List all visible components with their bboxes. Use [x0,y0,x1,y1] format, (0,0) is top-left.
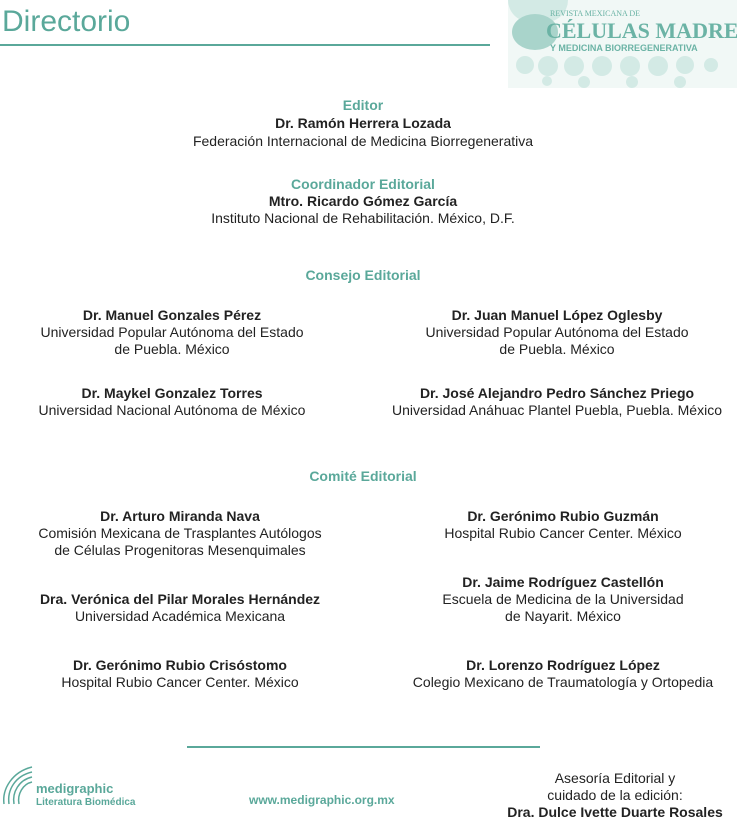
member-affiliation: Colegio Mexicano de Traumatología y Orto… [412,674,714,690]
footer-divider [187,746,540,748]
member-name: Dr. Manuel Gonzales Pérez [82,307,262,323]
member-affiliation: de Células Progenitoras Mesenquimales [54,542,306,558]
member-name: Dr. Juan Manuel López Oglesby [451,307,663,323]
credit-line-1: Asesoría Editorial y [554,770,676,786]
member-affiliation: Escuela de Medicina de la Universidad [442,591,684,607]
editor-name: Dr. Ramón Herrera Lozada [275,115,451,131]
footer-url[interactable]: www.medigraphic.org.mx [249,793,395,807]
member-name: Dr. Maykel Gonzalez Torres [81,385,263,401]
member-affiliation: Universidad Nacional Autónoma de México [38,402,306,418]
member-affiliation: Universidad Popular Autónoma del Estado [425,324,689,340]
logo-line-2: CÉLULAS MADRE [546,18,737,43]
coordinator-heading: Coordinador Editorial [291,176,435,192]
title-divider [0,44,490,46]
journal-logo: REVISTA MEXICANA DE CÉLULAS MADRE Y MEDI… [508,0,737,88]
logo-line-1: REVISTA MEXICANA DE [550,9,641,18]
member-name: Dr. José Alejandro Pedro Sánchez Priego [419,385,695,401]
member-name: Dr. Gerónimo Rubio Crisóstomo [73,657,287,673]
member-affiliation: de Puebla. México [114,341,230,357]
member-name: Dr. Jaime Rodríguez Castellón [462,574,664,590]
footer-brand-sub: Literatura Biomédica [36,797,136,808]
credit-line-2: cuidado de la edición: [547,787,683,803]
comite-heading: Comité Editorial [309,468,417,484]
member-name: Dr. Arturo Miranda Nava [100,508,260,524]
page-title: Directorio [2,5,131,38]
consejo-heading: Consejo Editorial [305,267,421,283]
member-affiliation: Hospital Rubio Cancer Center. México [61,674,299,690]
medigraphic-logo-icon [3,766,33,805]
member-affiliation: Hospital Rubio Cancer Center. México [444,525,682,541]
member-affiliation: Universidad Académica Mexicana [74,608,286,624]
logo-line-3: Y MEDICINA BIORREGENERATIVA [550,43,698,53]
member-affiliation: de Nayarit. México [505,608,621,624]
member-name: Dr. Gerónimo Rubio Guzmán [467,508,659,524]
member-affiliation: Universidad Anáhuac Plantel Puebla, Pueb… [392,402,722,418]
editor-heading: Editor [342,97,384,113]
member-affiliation: Universidad Popular Autónoma del Estado [40,324,304,340]
credit-name: Dra. Dulce Ivette Duarte Rosales [507,804,723,820]
member-name: Dr. Lorenzo Rodríguez López [466,657,660,673]
editor-affiliation: Federación Internacional de Medicina Bio… [192,133,534,149]
footer-brand: medigraphic [36,781,114,796]
member-affiliation: Comisión Mexicana de Trasplantes Autólog… [38,525,322,541]
member-affiliation: de Puebla. México [499,341,615,357]
coordinator-affiliation: Instituto Nacional de Rehabilitación. Mé… [211,210,515,226]
member-name: Dra. Verónica del Pilar Morales Hernánde… [39,591,321,607]
coordinator-name: Mtro. Ricardo Gómez García [268,193,458,209]
